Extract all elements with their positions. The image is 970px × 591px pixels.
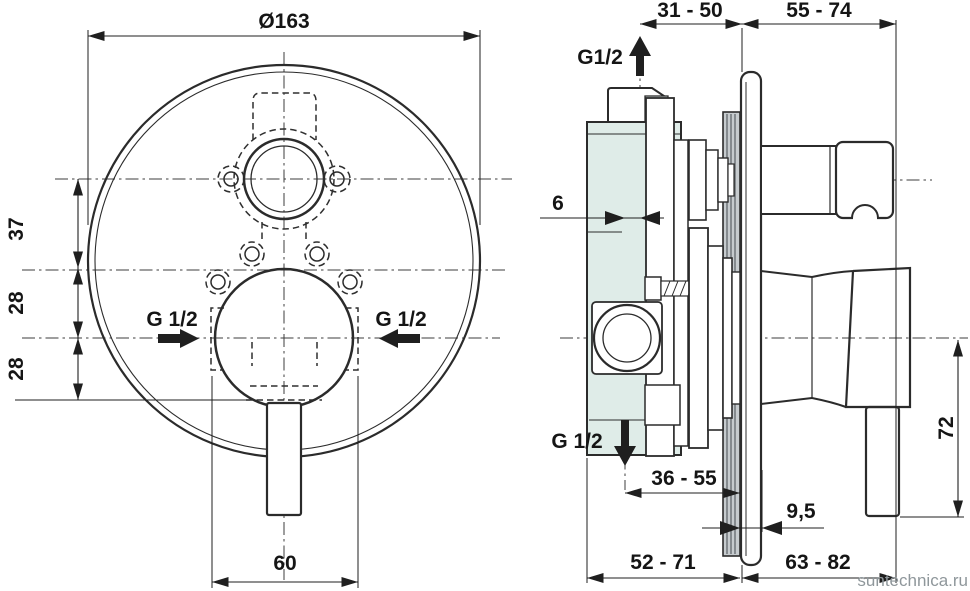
side-rough-in-body [586,87,711,457]
dim-28a-label: 28 [5,291,28,315]
port-right-arrow [379,329,420,348]
port-top-label: G1/2 [577,46,623,69]
dim-52-71-label: 52 - 71 [630,551,696,574]
port-top-arrow [629,36,651,76]
dim-36-55-label: 36 - 55 [651,467,717,490]
dim-6-label: 6 [552,192,564,215]
dim-55-74-label: 55 - 74 [786,0,852,22]
side-lever [864,405,901,518]
front-dimensions: Ø163 37 28 28 G 1/2 G 1/2 60 [5,10,481,588]
dim-60-label: 60 [273,552,296,575]
port-left-arrow [158,329,199,348]
bottom-outlet-ring [592,303,662,373]
body-step [644,384,681,426]
cartridge-stack [688,227,741,449]
port-right-label: G 1/2 [375,308,426,331]
lever-handle [760,266,912,518]
front-view: Ø163 37 28 28 G 1/2 G 1/2 60 [5,10,512,588]
dim-37-label: 37 [5,217,28,240]
trim-plate [739,70,763,567]
front-top-port [223,137,345,221]
side-dimensions: 31 - 50 55 - 74 G1/2 6 G 1/2 36 - 55 9,5… [540,0,964,583]
side-view: 31 - 50 55 - 74 G1/2 6 G 1/2 36 - 55 9,5… [540,0,968,583]
port-left-label: G 1/2 [146,308,197,331]
dim-diameter-label: Ø163 [258,10,309,33]
front-lever [265,401,303,517]
diverter-knob [760,140,895,220]
dim-63-82-label: 63 - 82 [785,551,850,574]
dim-28b-label: 28 [5,357,28,381]
watermark: suntechnica.ru [857,571,968,590]
port-bottom-label: G 1/2 [551,430,602,453]
dim-31-50-label: 31 - 50 [657,0,722,22]
diverter-stack [688,139,735,221]
dim-72-label: 72 [935,416,958,439]
front-screw-lugs [210,246,358,290]
port-bottom-arrow [614,420,636,466]
dim-9-5-label: 9,5 [786,500,816,523]
